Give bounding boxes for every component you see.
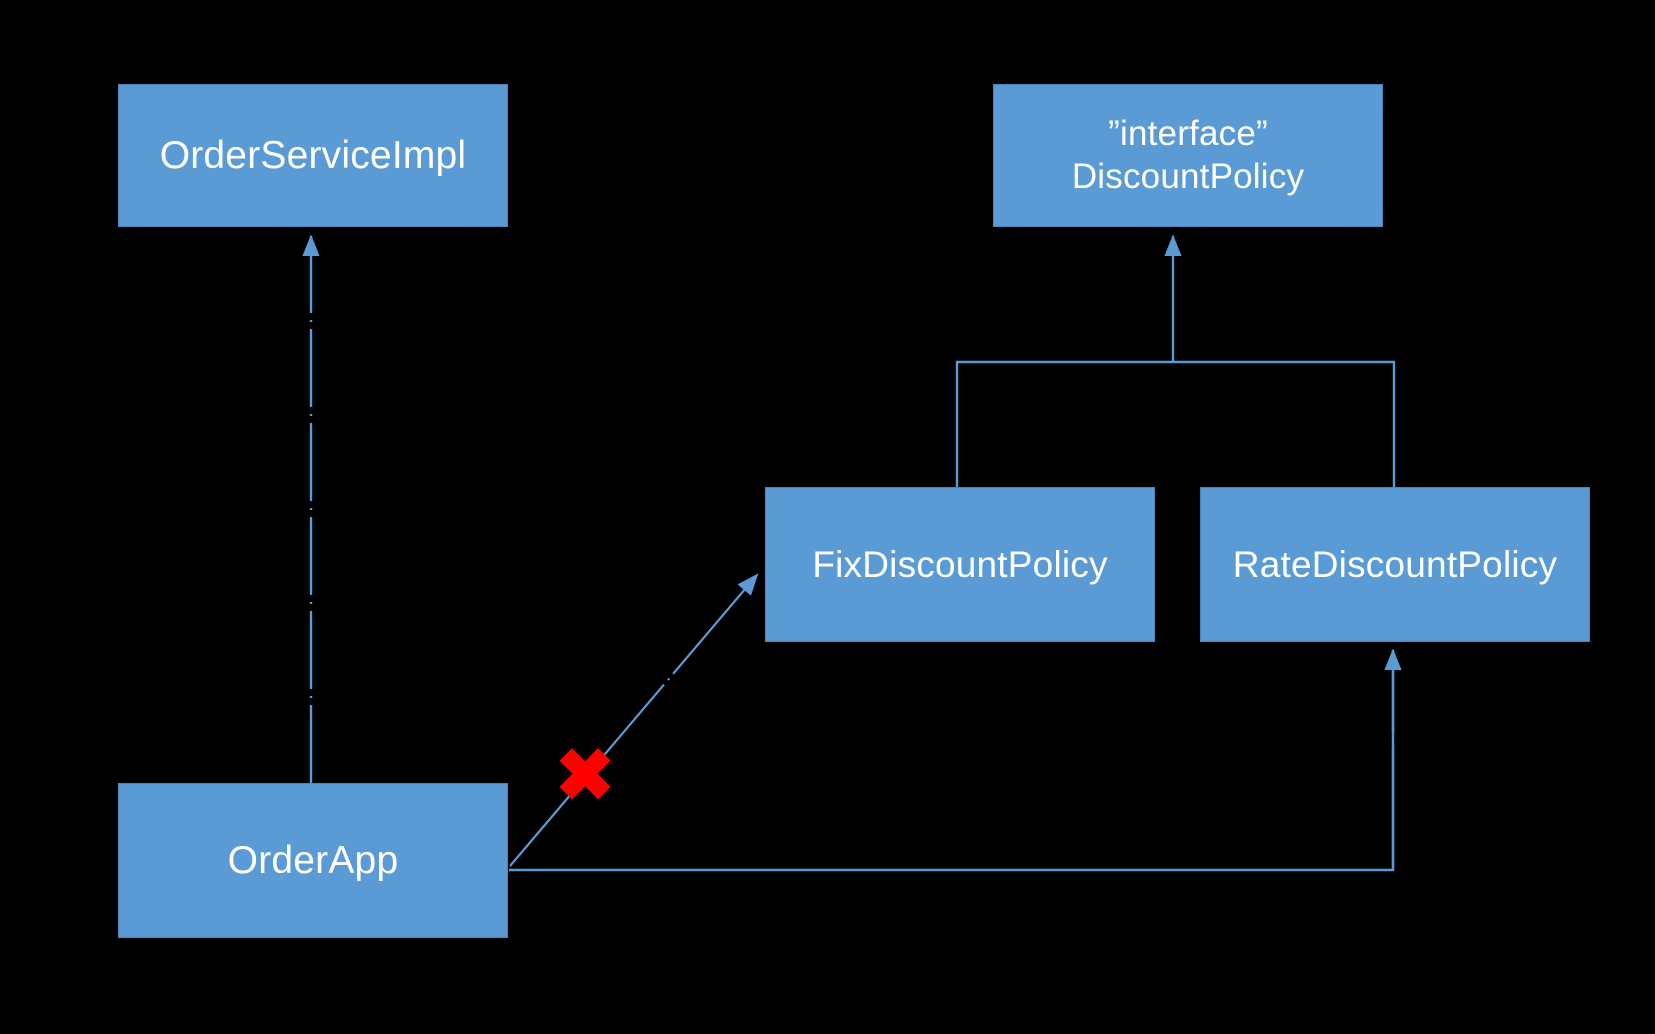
node-label-order-app: OrderApp <box>227 838 399 882</box>
node-label-fix-discount-policy: FixDiscountPolicy <box>812 543 1108 585</box>
node-order-app[interactable]: OrderApp <box>118 783 508 938</box>
edge-subclasses-to-discountpolicy <box>955 234 1396 488</box>
node-label-rate-discount-policy: RateDiscountPolicy <box>1232 543 1558 585</box>
node-discount-policy[interactable]: ”interface” DiscountPolicy <box>993 84 1383 227</box>
edge-orderapp-to-ratediscountpolicy <box>509 648 1402 872</box>
node-rate-discount-policy[interactable]: RateDiscountPolicy <box>1200 487 1590 642</box>
blocked-dependency-x-icon: ✖ <box>554 736 616 816</box>
node-order-service-impl[interactable]: OrderServiceImpl <box>118 84 508 227</box>
node-fix-discount-policy[interactable]: FixDiscountPolicy <box>765 487 1155 642</box>
node-label-discount-policy: ”interface” DiscountPolicy <box>1071 113 1305 196</box>
edge-orderapp-to-fixdiscountpolicy <box>509 573 759 867</box>
node-label-order-service-impl: OrderServiceImpl <box>159 133 467 177</box>
